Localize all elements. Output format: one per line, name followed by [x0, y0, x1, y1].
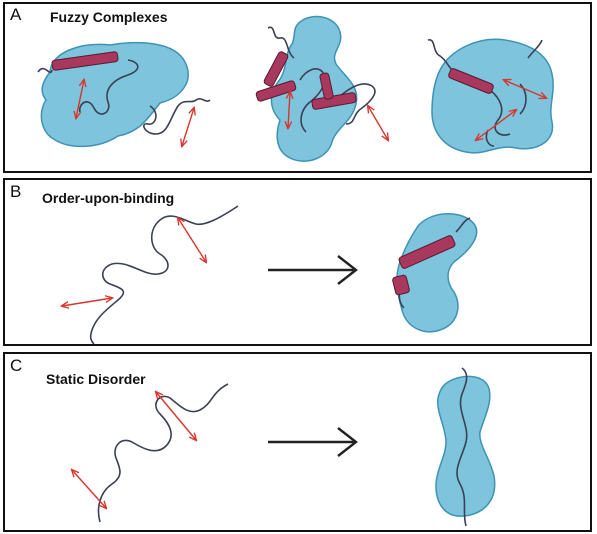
- panel-c-title: Static Disorder: [46, 371, 146, 387]
- panel-c-letter: C: [10, 356, 23, 375]
- motion-arrow: [476, 110, 516, 140]
- chain: [97, 383, 229, 523]
- helix-cylinder: [392, 274, 410, 296]
- chain: [89, 205, 239, 345]
- helix-cylinder: [51, 51, 119, 71]
- fuzzy-complex-1: [37, 41, 211, 148]
- chain: [456, 367, 468, 527]
- motion-arrow: [178, 218, 206, 262]
- motion-arrow: [368, 106, 388, 140]
- helix-cylinder: [263, 51, 289, 87]
- panel-order-upon-binding: [3, 178, 592, 346]
- fuzzy-complex-2: [255, 15, 388, 162]
- panel-b-title: Order-upon-binding: [42, 190, 175, 206]
- helix-cylinder: [255, 80, 297, 102]
- motion-arrow: [504, 80, 546, 98]
- helix-cylinder: [398, 235, 456, 269]
- process-arrowhead: [337, 427, 358, 457]
- bound-static-complex: [435, 367, 496, 527]
- motion-arrow: [182, 108, 194, 146]
- helix-cylinder: [448, 68, 494, 94]
- process-arrowhead: [337, 255, 358, 285]
- helix-cylinder: [319, 72, 334, 100]
- protein-blob: [40, 41, 189, 148]
- chain: [267, 26, 376, 133]
- unbound-static-chain: [72, 383, 229, 523]
- fuzzy-complex-3: [427, 38, 554, 154]
- panel-b-letter: B: [10, 182, 22, 201]
- bound-ordered-complex: [392, 213, 478, 333]
- protein-blob: [396, 213, 478, 333]
- chain: [37, 59, 139, 115]
- panel-a-title: Fuzzy Complexes: [50, 9, 168, 25]
- motion-arrow: [76, 80, 84, 118]
- motion-arrow: [62, 298, 112, 306]
- panel-a-letter: A: [10, 5, 22, 24]
- unbound-disordered-chain: [62, 205, 239, 345]
- motion-arrow: [72, 470, 106, 508]
- tail-chain: [143, 98, 211, 135]
- protein-blob: [431, 38, 554, 154]
- motion-arrow: [156, 392, 196, 440]
- motion-arrow: [288, 92, 290, 128]
